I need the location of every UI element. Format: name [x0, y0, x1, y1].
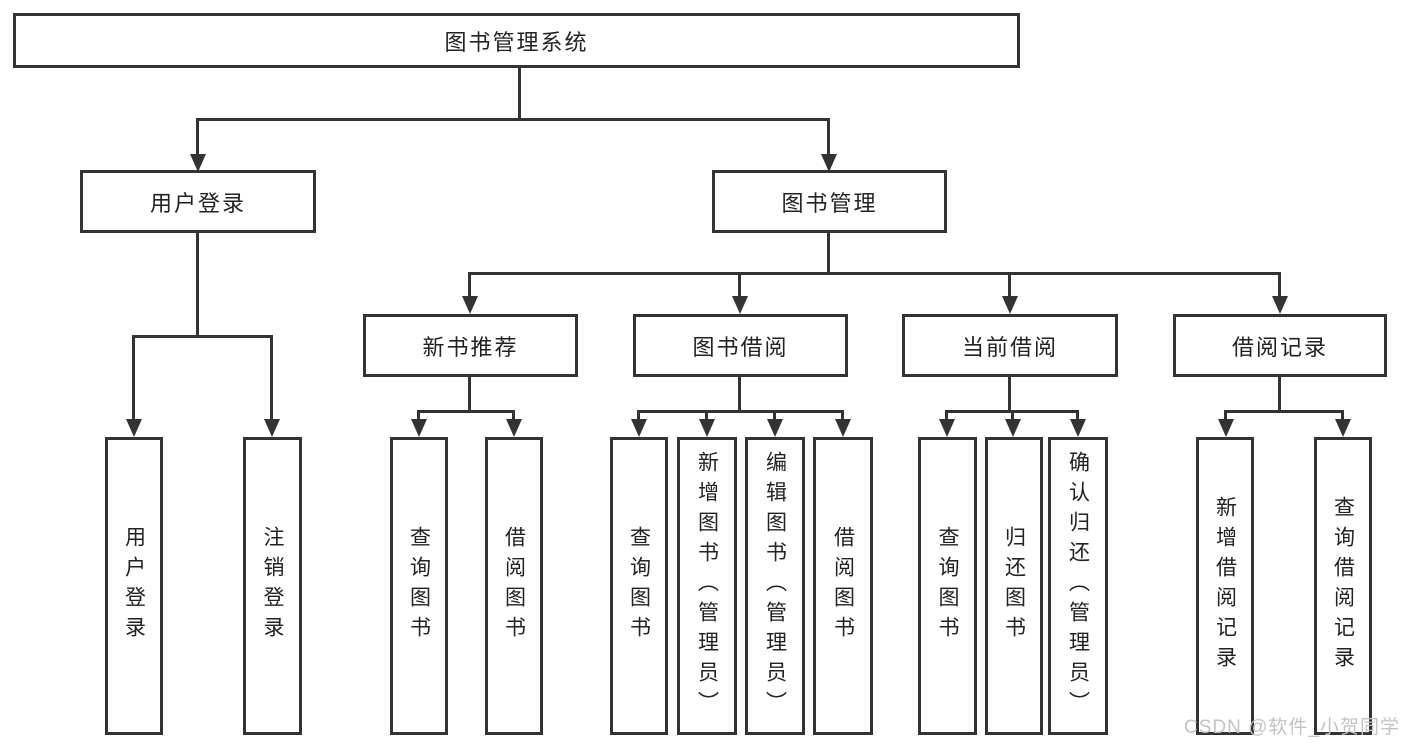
leaf-borrow-borrow-books-label: 借阅图书 — [831, 526, 855, 646]
leaf-borrow-query-books-label: 查询图书 — [627, 526, 651, 646]
connector-stub-recommend — [468, 272, 471, 298]
arrow-down-current — [1002, 296, 1018, 314]
connector-stub-leaf-login — [132, 335, 135, 419]
connector-stub-bor-edit — [773, 410, 776, 419]
connector-records-rail — [1224, 410, 1344, 413]
connector-borrow-rail — [637, 410, 844, 413]
node-new-book-recommend-label: 新书推荐 — [422, 334, 519, 360]
connector-current-drop — [1008, 377, 1011, 410]
arrow-down-leaf-logout — [264, 419, 280, 437]
arrow-down-borrow — [732, 296, 748, 314]
arrow-down-rec-query-record — [1335, 419, 1351, 437]
node-borrow-records: 借阅记录 — [1173, 314, 1387, 377]
connector-user-login-drop — [196, 233, 199, 335]
leaf-borrow-borrow-books: 借阅图书 — [813, 437, 873, 735]
arrow-down-cur-query — [939, 419, 955, 437]
node-book-borrow: 图书借阅 — [633, 314, 848, 377]
arrow-down-rec-add-record — [1218, 419, 1234, 437]
leaf-recommend-query-books-label: 查询图书 — [407, 526, 431, 646]
connector-stub-rec-borrow — [512, 410, 515, 419]
leaf-edit-books-admin: 编辑图书（管理员） — [745, 437, 805, 735]
connector-level2-rail — [197, 118, 830, 121]
leaf-user-login: 用户登录 — [105, 437, 163, 735]
leaf-edit-books-admin-label: 编辑图书（管理员） — [763, 451, 787, 721]
leaf-recommend-borrow-books: 借阅图书 — [485, 437, 543, 735]
connector-recommend-drop — [468, 377, 471, 410]
node-user-login: 用户登录 — [80, 170, 316, 233]
node-current-borrow: 当前借阅 — [902, 314, 1118, 377]
connector-stub-records — [1278, 272, 1281, 298]
connector-records-drop — [1278, 377, 1281, 410]
leaf-recommend-borrow-books-label: 借阅图书 — [502, 526, 526, 646]
leaf-confirm-return-admin: 确认归还（管理员） — [1048, 437, 1108, 735]
node-book-management: 图书管理 — [712, 170, 947, 233]
connector-recommend-rail — [417, 410, 515, 413]
arrow-down-user-login — [190, 154, 206, 172]
arrow-down-bor-borrow — [835, 419, 851, 437]
connector-stub-borrow — [738, 272, 741, 298]
node-book-management-label: 图书管理 — [781, 190, 878, 216]
connector-stub-rec-query-record — [1341, 410, 1344, 419]
arrow-down-rec-borrow — [506, 419, 522, 437]
connector-stub-current — [1008, 272, 1011, 298]
node-current-borrow-label: 当前借阅 — [961, 334, 1058, 360]
leaf-add-borrow-record-label: 新增借阅记录 — [1213, 496, 1237, 676]
arrow-down-records — [1272, 296, 1288, 314]
node-new-book-recommend: 新书推荐 — [363, 314, 578, 377]
connector-stub-rec-query — [417, 410, 420, 419]
arrow-down-rec-query — [411, 419, 427, 437]
leaf-query-borrow-record: 查询借阅记录 — [1314, 437, 1372, 735]
connector-stub-bor-query — [637, 410, 640, 419]
connector-stub-bor-add — [705, 410, 708, 419]
leaf-confirm-return-admin-label: 确认归还（管理员） — [1066, 451, 1090, 721]
leaf-return-books: 归还图书 — [985, 437, 1043, 735]
connector-stub-cur-query — [945, 410, 948, 419]
leaf-current-query-books-label: 查询图书 — [936, 526, 959, 646]
leaf-logout-label: 注销登录 — [261, 526, 284, 646]
leaf-logout: 注销登录 — [243, 437, 302, 735]
arrow-down-cur-confirm — [1070, 419, 1086, 437]
leaf-current-query-books: 查询图书 — [918, 437, 977, 735]
connector-stub-leaf-logout — [270, 335, 273, 419]
connector-borrow-drop — [738, 377, 741, 410]
leaf-return-books-label: 归还图书 — [1002, 526, 1026, 646]
csdn-watermark: CSDN @软件_小贺同学 — [1184, 717, 1400, 738]
node-root-library-system: 图书管理系统 — [13, 13, 1020, 68]
leaf-add-books-admin: 新增图书（管理员） — [677, 437, 737, 735]
connector-stub-cur-confirm — [1076, 410, 1079, 419]
connector-stub-cur-return — [1011, 410, 1014, 419]
connector-stub-rec-add-record — [1224, 410, 1227, 419]
connector-stub-user-login — [196, 118, 199, 156]
arrow-down-leaf-login — [126, 419, 142, 437]
connector-stub-book-management — [827, 118, 830, 156]
arrow-down-book-management — [821, 154, 837, 172]
connector-book-management-drop — [827, 233, 830, 272]
arrow-down-bor-query — [631, 419, 647, 437]
node-root-label: 图书管理系统 — [444, 29, 589, 55]
connector-level3-rail — [468, 272, 1281, 275]
connector-stub-bor-borrow — [841, 410, 844, 419]
leaf-recommend-query-books: 查询图书 — [390, 437, 448, 735]
arrow-down-bor-edit — [767, 419, 783, 437]
arrow-down-cur-return — [1005, 419, 1021, 437]
connector-root-drop — [518, 68, 521, 118]
connector-login-rail — [132, 335, 273, 338]
node-borrow-records-label: 借阅记录 — [1231, 334, 1328, 360]
leaf-user-login-label: 用户登录 — [122, 526, 146, 646]
arrow-down-bor-add — [699, 419, 715, 437]
node-book-borrow-label: 图书借阅 — [692, 334, 789, 360]
leaf-borrow-query-books: 查询图书 — [610, 437, 668, 735]
node-user-login-label: 用户登录 — [149, 190, 246, 216]
arrow-down-recommend — [462, 296, 478, 314]
leaf-add-borrow-record: 新增借阅记录 — [1196, 437, 1254, 735]
leaf-add-books-admin-label: 新增图书（管理员） — [695, 451, 719, 721]
leaf-query-borrow-record-label: 查询借阅记录 — [1331, 496, 1355, 676]
